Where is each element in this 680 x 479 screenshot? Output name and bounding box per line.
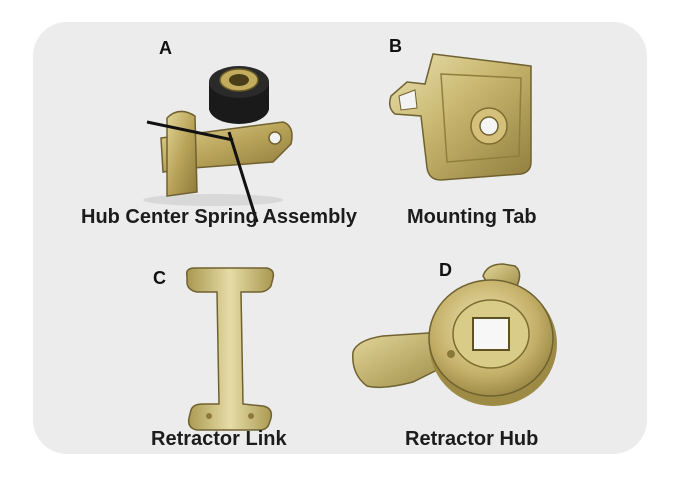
label-d: D: [439, 260, 452, 280]
retractor-hub-photo: [352, 263, 557, 406]
caption-a: Hub Center Spring Assembly: [81, 206, 357, 228]
retractor-link-photo: [185, 267, 275, 431]
caption-d: Retractor Hub: [405, 428, 539, 450]
parts-panel: A Hub Center Spring Assembly B: [33, 22, 647, 454]
mounting-tab-photo: [388, 53, 532, 181]
label-b: B: [389, 36, 402, 56]
caption-c: Retractor Link: [151, 428, 287, 450]
label-a: A: [159, 38, 172, 58]
hub-center-spring-assembly-photo: [143, 66, 293, 223]
label-c: C: [153, 268, 166, 288]
caption-b: Mounting Tab: [407, 206, 537, 228]
